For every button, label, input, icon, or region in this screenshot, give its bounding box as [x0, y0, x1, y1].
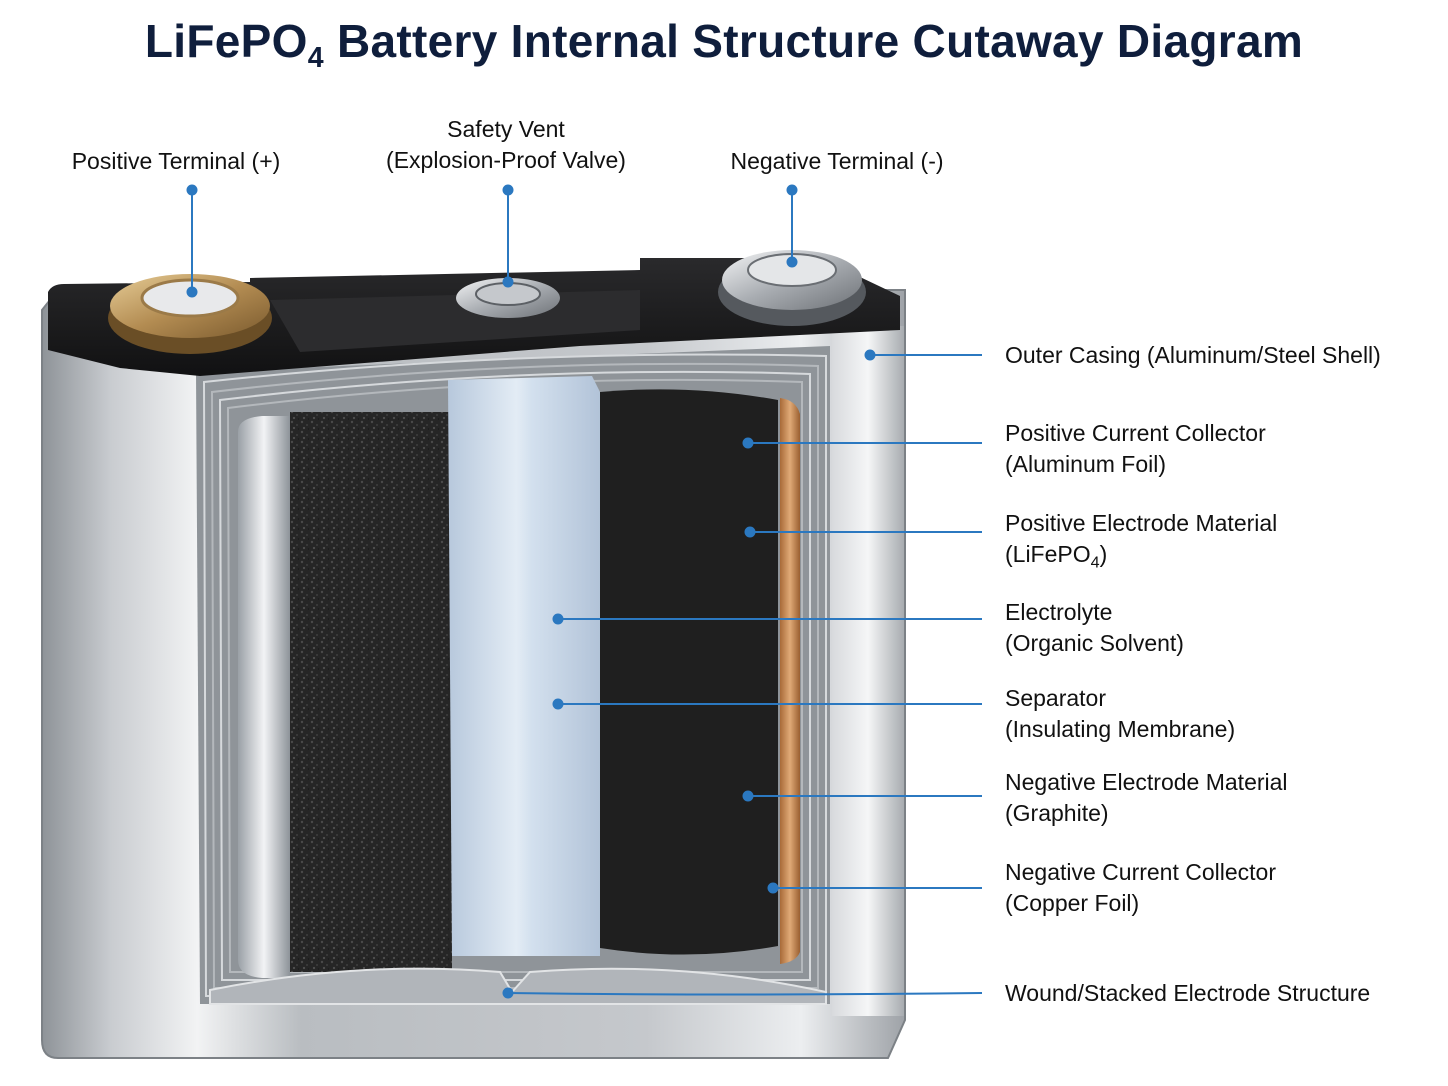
title-text: LiFePO [144, 15, 308, 67]
label-separator: Separator(Insulating Membrane) [1005, 685, 1236, 742]
label-positive-terminal: Positive Terminal (+) [71, 148, 281, 174]
title-text-rest: Battery Internal Structure Cutaway Diagr… [323, 15, 1304, 67]
left-electrode-material [290, 412, 452, 972]
label-negative-terminal: Negative Terminal (-) [730, 148, 944, 174]
label-safety-vent: Safety Vent(Explosion-Proof Valve) [386, 116, 626, 173]
diagram-title: LiFePO4 Battery Internal Structure Cutaw… [0, 14, 1448, 74]
label-electrolyte: Electrolyte(Organic Solvent) [1005, 599, 1184, 656]
label-wound-stacked-structure: Wound/Stacked Electrode Structure [1005, 980, 1371, 1006]
positive-terminal-cap [140, 278, 240, 318]
label-negative-current-collector: Negative Current Collector(Copper Foil) [1005, 859, 1277, 916]
left-foil-bend [238, 416, 290, 978]
right-electrode-material [600, 389, 778, 955]
label-positive-electrode-material: Positive Electrode Material(LiFePO4) [1005, 510, 1278, 572]
separator-membrane [448, 376, 600, 956]
title-subscript: 4 [307, 41, 324, 74]
label-negative-electrode-material: Negative Electrode Material(Graphite) [1005, 769, 1288, 826]
leader-lines [186, 184, 983, 999]
label-positive-current-collector: Positive Current Collector(Aluminum Foil… [1005, 420, 1266, 477]
outer-casing-right-face [832, 326, 904, 1016]
label-outer-casing: Outer Casing (Aluminum/Steel Shell) [1005, 342, 1381, 368]
copper-foil-strip [780, 398, 800, 964]
